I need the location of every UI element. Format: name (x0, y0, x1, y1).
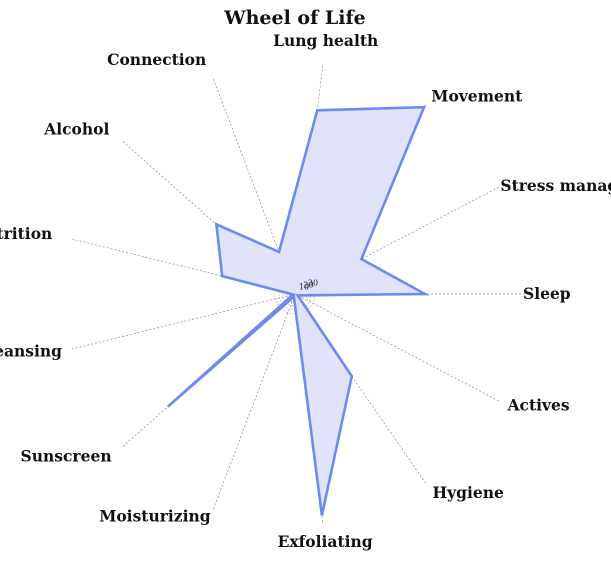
series-layer (166, 105, 430, 516)
spoke-hygiene (294, 293, 428, 486)
axis-label-alcohol: Alcohol (43, 120, 109, 139)
spoke-alcohol (121, 139, 296, 295)
axis-label-sleep: Sleep (523, 284, 571, 303)
series-area-1 (166, 105, 430, 516)
axis-label-actives: Actives (507, 396, 570, 415)
axis-label-nutrition: Nutrition (0, 224, 52, 243)
chart-title: Wheel of Life (223, 7, 365, 29)
category-labels: Sleep Stress management Movement Lung healt… (0, 31, 611, 551)
axis-label-hygiene: Hygiene (433, 483, 505, 502)
axis-label-movement: Movement (431, 87, 523, 106)
axis-label-moisturizing: Moisturizing (99, 507, 211, 526)
spoke-stress-management (294, 185, 501, 295)
axis-label-stress-management: Stress management (500, 176, 611, 195)
spoke-connection (212, 76, 296, 295)
axis-label-exfoliating: Exfoliating (278, 532, 373, 551)
radial-tick-30: 30 (308, 278, 318, 287)
radial-tick-20: 20 (303, 281, 313, 290)
axis-label-connection: Connection (107, 50, 206, 69)
radial-tick-10: 10 (299, 283, 309, 292)
axis-label-cleansing: Cleansing (0, 341, 62, 360)
spoke-moisturizing (212, 293, 296, 512)
spoke-nutrition (69, 238, 296, 295)
axis-label-sunscreen: Sunscreen (21, 447, 112, 466)
axis-label-lung-health: Lung health (273, 31, 378, 50)
spoke-actives (294, 293, 501, 403)
spoke-cleansing (69, 293, 296, 350)
